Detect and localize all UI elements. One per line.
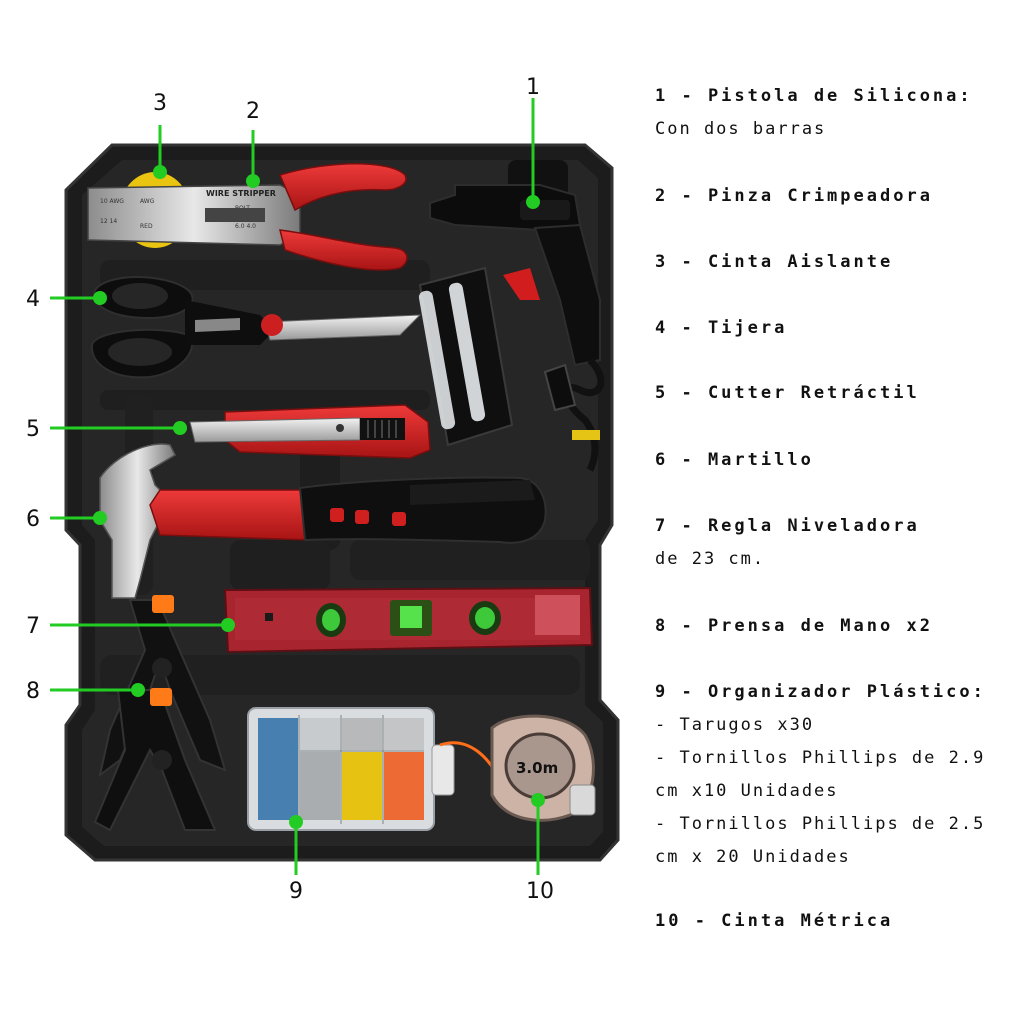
callout-dot-10 <box>531 793 545 807</box>
spirit-level-icon <box>223 586 594 654</box>
svg-text:6.0 4.0: 6.0 4.0 <box>235 223 256 230</box>
legend-title: 2 - Pinza Crimpeadora <box>655 186 933 206</box>
hammer-icon <box>99 443 547 599</box>
callout-number-6: 6 <box>26 507 40 532</box>
scissors-icon <box>90 276 422 379</box>
legend-title: 7 - Regla Niveladora <box>655 516 920 536</box>
legend-item-7: 7 - Regla Niveladora de 23 cm. <box>655 510 920 576</box>
svg-text:10 AWG: 10 AWG <box>100 198 124 205</box>
tape-measure-icon: 3.0m <box>439 714 596 822</box>
svg-text:12 14: 12 14 <box>100 218 117 225</box>
legend-item-4: 4 - Tijera <box>655 312 787 345</box>
legend-line: - Tornillos Phillips de 2.5 <box>655 814 986 834</box>
legend-title: 4 - Tijera <box>655 318 788 338</box>
legend-line: de 23 cm. <box>655 549 766 569</box>
legend-title: 10 - Cinta Métrica <box>655 911 894 931</box>
callout-dot-5 <box>173 421 187 435</box>
callout-dot-9 <box>289 815 303 829</box>
legend-item-3: 3 - Cinta Aislante <box>655 246 893 279</box>
callout-number-4: 4 <box>26 287 40 312</box>
legend-line: Con dos barras <box>655 119 827 139</box>
legend-title: 5 - Cutter Retráctil <box>655 383 920 403</box>
legend-title: 1 - Pistola de Silicona: <box>655 86 973 106</box>
callout-dot-1 <box>526 195 540 209</box>
plastic-organizer-icon <box>247 707 455 831</box>
svg-text:AWG: AWG <box>140 198 155 205</box>
legend-line: - Tarugos x30 <box>655 715 815 735</box>
glue-gun-icon <box>418 160 605 472</box>
callout-number-7: 7 <box>26 614 40 639</box>
legend-line: cm x 20 Unidades <box>655 847 851 867</box>
legend-title: 3 - Cinta Aislante <box>655 252 894 272</box>
legend-title: 8 - Prensa de Mano x2 <box>655 616 933 636</box>
legend-item-6: 6 - Martillo <box>655 444 814 477</box>
legend-item-2: 2 - Pinza Crimpeadora <box>655 180 933 213</box>
retractable-cutter-icon <box>189 404 431 459</box>
legend-item-5: 5 - Cutter Retráctil <box>655 377 920 410</box>
callout-dot-7 <box>221 618 235 632</box>
wire-stripper-label: WIRE STRIPPER <box>206 189 276 198</box>
svg-text:RED: RED <box>140 223 153 230</box>
callout-number-9: 9 <box>289 879 303 904</box>
callout-number-8: 8 <box>26 679 40 704</box>
callout-number-10: 10 <box>526 879 554 904</box>
legend-title: 9 - Organizador Plástico: <box>655 682 986 702</box>
legend-line: - Tornillos Phillips de 2.9 <box>655 748 986 768</box>
hand-clamps-icon <box>93 595 227 832</box>
callout-dot-8 <box>131 683 145 697</box>
legend-item-10: 10 - Cinta Métrica <box>655 905 893 938</box>
callout-lines: 1 2 3 4 5 6 7 8 9 10 <box>26 75 554 904</box>
callout-dot-3 <box>153 165 167 179</box>
callout-dot-6 <box>93 511 107 525</box>
tape-measure-label: 3.0m <box>516 759 558 777</box>
legend-item-8: 8 - Prensa de Mano x2 <box>655 610 933 643</box>
callout-dot-4 <box>93 291 107 305</box>
callout-number-3: 3 <box>153 91 167 116</box>
legend-title: 6 - Martillo <box>655 450 814 470</box>
legend-line: cm x10 Unidades <box>655 781 839 801</box>
callout-number-1: 1 <box>526 75 540 100</box>
legend-item-1: 1 - Pistola de Silicona: Con dos barras <box>655 80 973 146</box>
callout-number-2: 2 <box>246 99 260 124</box>
callout-dot-2 <box>246 174 260 188</box>
callout-number-5: 5 <box>26 417 40 442</box>
legend-item-9: 9 - Organizador Plástico: - Tarugos x30 - … <box>655 676 986 874</box>
